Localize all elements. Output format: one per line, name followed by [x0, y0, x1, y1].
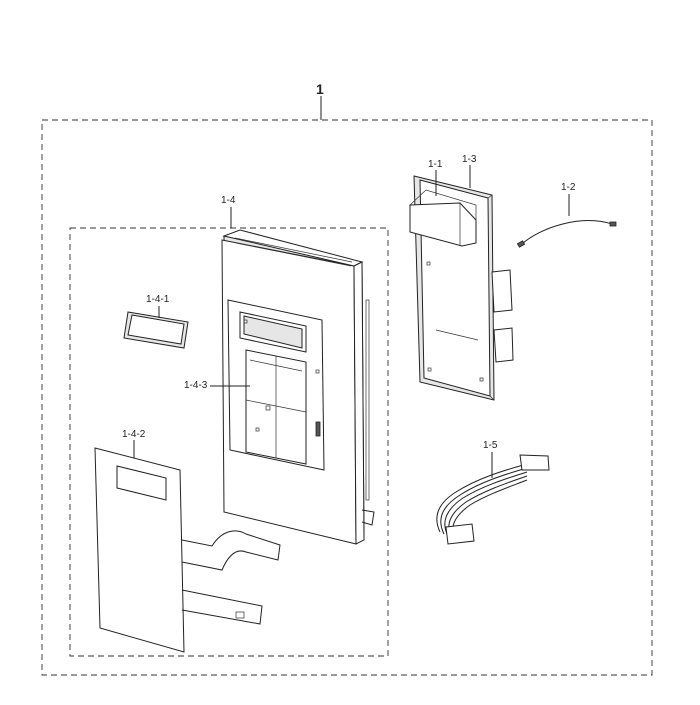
display-window — [123, 311, 189, 349]
assembly-boundary — [41, 119, 653, 676]
label-pcb-cover: 1-1 — [428, 159, 443, 170]
label-cable: 1-2 — [561, 182, 576, 193]
label-door-frame: 1-4 — [221, 195, 236, 206]
label-panel-sheet: 1-4-2 — [122, 429, 146, 440]
label-wire-harness: 1-5 — [483, 440, 498, 451]
label-assembly: 1 — [316, 81, 324, 97]
pcb-cover — [409, 189, 477, 247]
label-window: 1-4-1 — [146, 294, 170, 305]
subassembly-boundary — [69, 227, 389, 657]
wire-harness — [436, 454, 550, 545]
label-key-pad: 1-4-3 — [184, 380, 208, 391]
cable — [516, 220, 617, 248]
label-pcb: 1-3 — [462, 154, 477, 165]
door-frame — [221, 229, 375, 545]
panel-sheet — [94, 447, 281, 653]
